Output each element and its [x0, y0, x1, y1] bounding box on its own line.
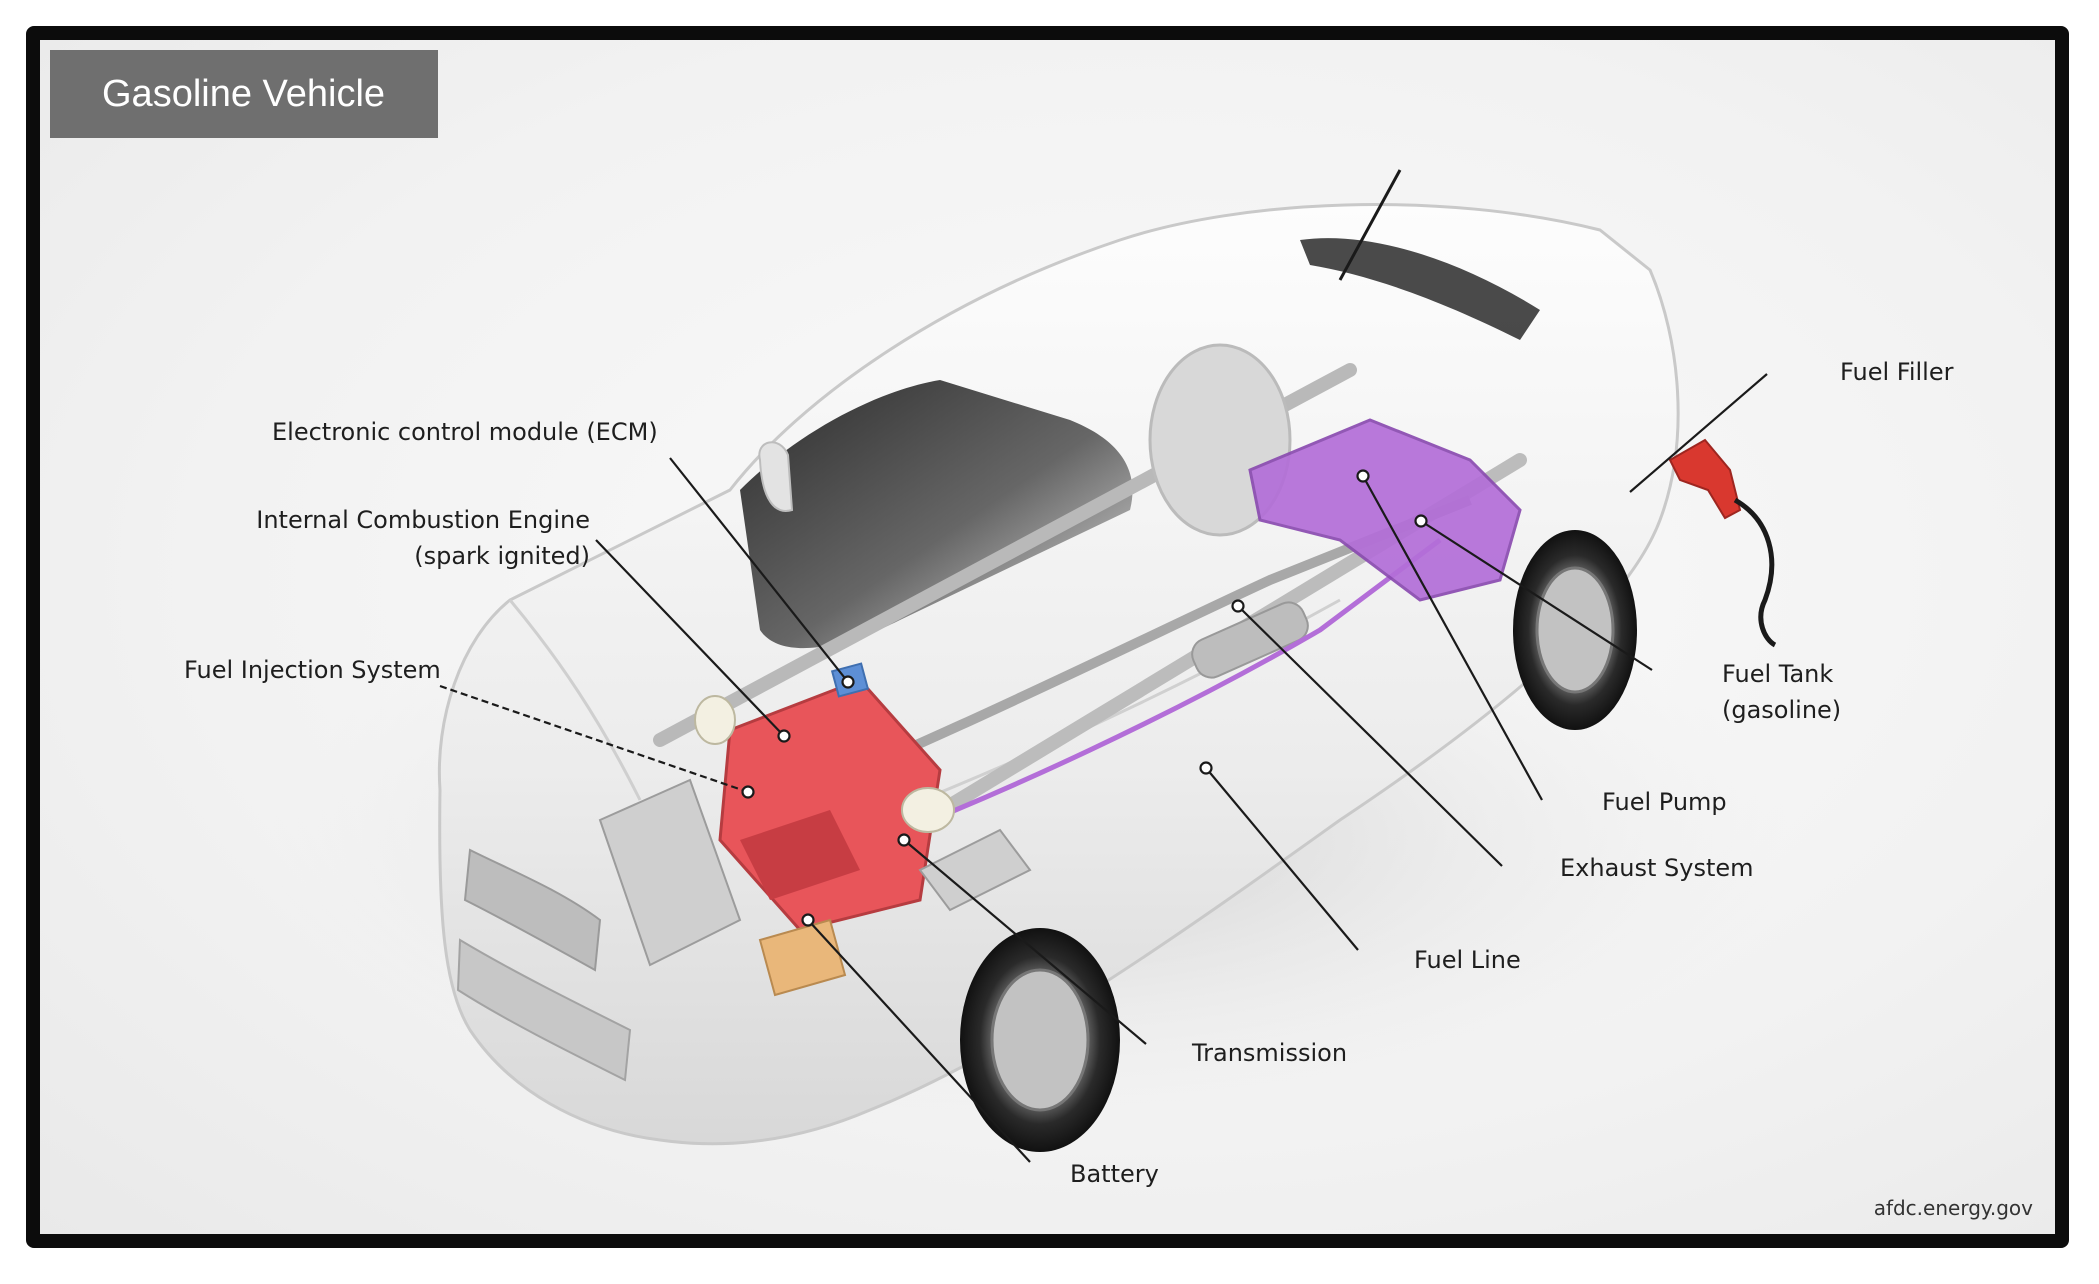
label-fuel-tank-line2: (gasoline): [1722, 696, 1842, 724]
label-fuel-injection: Fuel Injection System: [184, 652, 441, 688]
label-ecm: Electronic control module (ECM): [272, 414, 658, 450]
label-transmission: Transmission: [1192, 1035, 1347, 1071]
dot-engine: [777, 729, 791, 743]
leader-fuel-tank: [1420, 520, 1653, 671]
coolant-reservoir: [901, 787, 955, 833]
dot-fuel-pump: [1356, 469, 1370, 483]
dot-exhaust: [1231, 599, 1245, 613]
label-fuel-injection-text: Fuel Injection System: [184, 656, 441, 684]
rear-window: [1300, 238, 1540, 340]
label-fuel-pump-text: Fuel Pump: [1602, 788, 1727, 816]
label-fuel-tank: Fuel Tank (gasoline): [1722, 656, 1841, 728]
side-mirror: [758, 441, 794, 512]
washer-reservoir: [694, 695, 736, 745]
leader-ecm: [669, 457, 849, 683]
leader-exhaust: [1237, 605, 1503, 867]
source-credit: afdc.energy.gov: [1873, 1196, 2033, 1220]
callout-dots: [741, 469, 1428, 927]
lower-grille: [456, 938, 632, 1082]
label-battery: Battery: [1070, 1156, 1159, 1192]
front-grille: [463, 848, 602, 972]
label-fuel-pump: Fuel Pump: [1602, 784, 1727, 820]
transmission-box: [918, 828, 1032, 912]
dot-transmission: [897, 833, 911, 847]
hood-line: [508, 599, 642, 801]
dot-fuel-injection: [741, 785, 755, 799]
label-engine: Internal Combustion Engine (spark ignite…: [250, 502, 590, 574]
radiator: [598, 778, 742, 967]
label-ecm-text: Electronic control module (ECM): [272, 418, 658, 446]
label-fuel-filler: Fuel Filler: [1840, 354, 1953, 390]
dot-ecm: [841, 675, 855, 689]
diagram-title: Gasoline Vehicle: [50, 50, 438, 138]
windshield: [740, 380, 1133, 649]
leader-fuel-pump: [1362, 475, 1543, 801]
muffler: [1191, 601, 1309, 679]
leader-engine: [595, 539, 785, 737]
antenna: [1338, 169, 1402, 281]
diagram-stage: Gasoline Vehicle Electronic control modu…: [40, 40, 2055, 1234]
front-wheel-rim: [990, 968, 1090, 1112]
label-exhaust-text: Exhaust System: [1560, 854, 1754, 882]
dot-battery: [801, 913, 815, 927]
label-exhaust: Exhaust System: [1560, 850, 1754, 886]
fuel-tank-shape: [1248, 418, 1522, 602]
leader-fuel-line: [1205, 767, 1359, 951]
label-engine-line2: (spark ignited): [414, 542, 590, 570]
label-fuel-line-text: Fuel Line: [1414, 946, 1521, 974]
title-text: Gasoline Vehicle: [102, 72, 386, 115]
leader-battery: [807, 919, 1031, 1163]
engine-intake: [740, 810, 860, 900]
label-transmission-text: Transmission: [1192, 1039, 1348, 1067]
leader-fuel-filler: [1629, 373, 1768, 493]
leader-lines: [439, 373, 1768, 1163]
label-fuel-filler-text: Fuel Filler: [1840, 358, 1954, 386]
rear-wheel-rim: [1535, 566, 1615, 694]
label-engine-line1: Internal Combustion Engine: [256, 506, 590, 534]
diagram-frame: Gasoline Vehicle Electronic control modu…: [26, 26, 2069, 1248]
label-fuel-line: Fuel Line: [1414, 942, 1521, 978]
fuel-nozzle: [1668, 438, 1742, 520]
label-battery-text: Battery: [1070, 1160, 1159, 1188]
car-illustration: [270, 169, 1790, 1163]
dot-fuel-line: [1199, 761, 1213, 775]
leader-transmission: [903, 839, 1147, 1045]
dot-fuel-tank: [1414, 514, 1428, 528]
fuel-hose: [1733, 497, 1777, 648]
label-fuel-tank-line1: Fuel Tank: [1722, 660, 1834, 688]
